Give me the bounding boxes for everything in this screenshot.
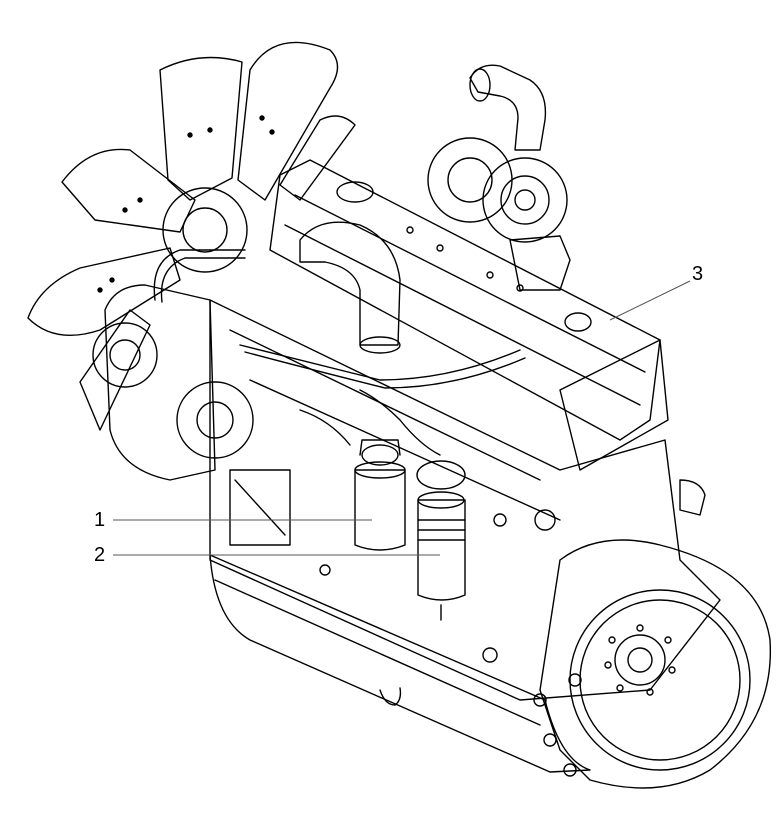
oil-pan bbox=[209, 554, 591, 773]
fan-blade-top-left bbox=[159, 56, 243, 201]
callout-2-label: 2 bbox=[94, 544, 106, 566]
oil-filler-cap bbox=[336, 181, 374, 203]
fuel-lines bbox=[153, 249, 526, 456]
fuel-filter-2 bbox=[416, 460, 466, 621]
fuel-filter-1 bbox=[354, 439, 406, 551]
fan-blade-bottom bbox=[79, 309, 151, 431]
timing-cover bbox=[92, 284, 254, 481]
fan-blade-top-right bbox=[237, 41, 339, 201]
flywheel bbox=[569, 589, 751, 771]
callout-1-label: 1 bbox=[94, 509, 106, 531]
callout-3-label: 3 bbox=[692, 263, 704, 285]
intake-manifold bbox=[299, 221, 401, 354]
fan-blade-right bbox=[279, 115, 356, 201]
engine-block bbox=[209, 299, 721, 773]
valve-cover bbox=[269, 159, 661, 441]
fan-hub bbox=[162, 187, 248, 273]
intake-elbow bbox=[469, 64, 547, 151]
fan-blade-left bbox=[61, 148, 196, 233]
cylinder-head bbox=[269, 159, 669, 471]
fan-assembly bbox=[27, 41, 356, 431]
block-details bbox=[229, 469, 706, 663]
crank-pulley bbox=[92, 322, 158, 388]
block-outline bbox=[209, 299, 721, 701]
turbo-housing bbox=[427, 137, 513, 223]
leader-line-3 bbox=[609, 280, 691, 321]
turbocharger bbox=[427, 64, 571, 291]
fan-blade-lower-left bbox=[27, 247, 181, 336]
flywheel-housing bbox=[533, 539, 772, 789]
